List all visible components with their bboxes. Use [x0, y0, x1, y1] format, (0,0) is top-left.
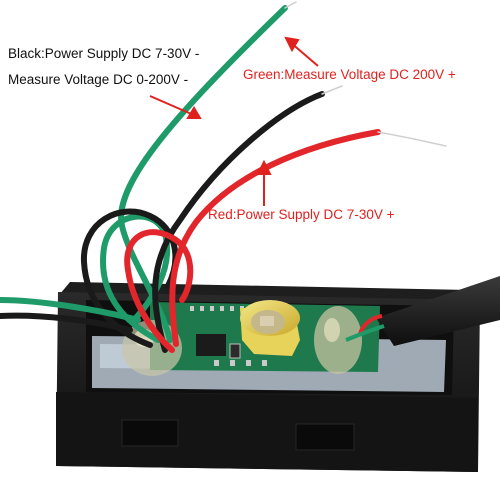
- red-wire: [169, 129, 381, 347]
- mount-clip-right: [295, 423, 355, 451]
- pointer-arrows: [149, 36, 319, 206]
- mount-clip-left: [121, 419, 179, 447]
- black-wire: [152, 91, 325, 353]
- coin-battery: [240, 300, 300, 356]
- label-black-power-supply: Black:Power Supply DC 7-30V -: [8, 46, 200, 61]
- glue-blob-right: [314, 306, 362, 374]
- wires: [0, 1, 447, 353]
- label-black-measure-voltage: Measure Voltage DC 0-200V -: [8, 72, 189, 87]
- arrow-black: [149, 95, 197, 117]
- ic-chip: [196, 334, 226, 356]
- black-cable: [345, 276, 500, 346]
- label-red-power-supply: Red:Power Supply DC 7-30V +: [208, 207, 395, 222]
- label-green-measure-voltage: Green:Measure Voltage DC 200V +: [243, 67, 456, 82]
